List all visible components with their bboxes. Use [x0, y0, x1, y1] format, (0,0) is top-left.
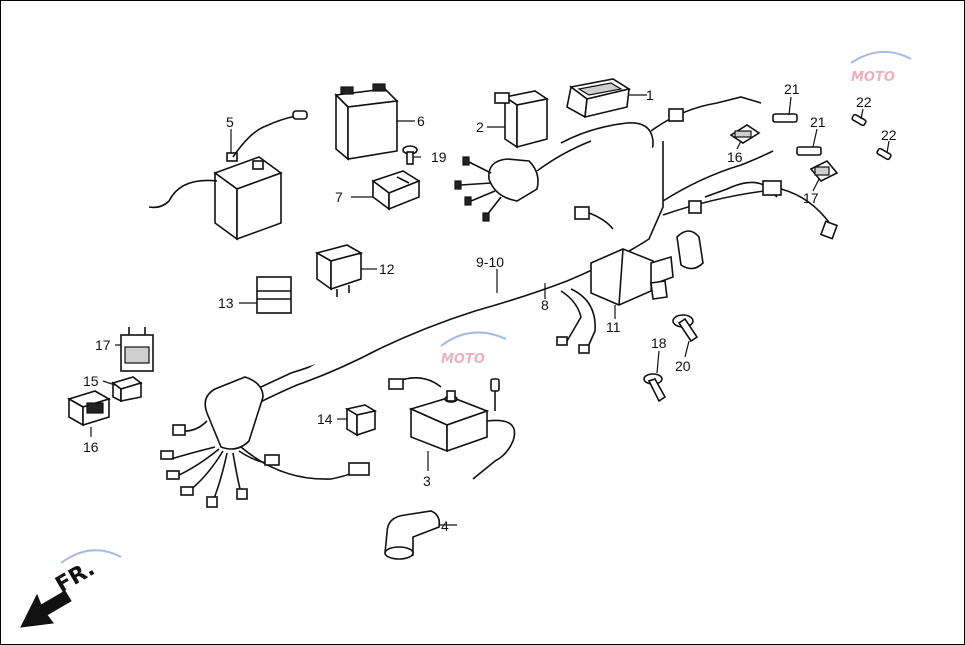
connector-15: [111, 376, 143, 403]
bolt-18: [643, 373, 667, 403]
front-label: FR.: [52, 556, 100, 598]
callout-2: 2: [476, 119, 484, 135]
fuse-holder-right: [809, 160, 839, 182]
callout-7: 7: [335, 189, 343, 205]
callout-9-10: 9-10: [476, 254, 504, 270]
regulator: [371, 170, 421, 211]
fuse-holder-left: [120, 327, 154, 372]
spark-plug-cap: [384, 510, 441, 560]
callout-22-top: 22: [856, 94, 872, 110]
callout-5: 5: [226, 114, 234, 130]
battery: [334, 83, 399, 161]
callout-11: 11: [606, 319, 621, 335]
ignition-coil: [388, 377, 516, 480]
callout-16-right: 16: [727, 149, 743, 165]
fuse-22b: [876, 147, 892, 161]
callout-20: 20: [675, 358, 691, 374]
callout-18: 18: [651, 335, 667, 351]
fuse-21b: [796, 146, 822, 156]
screw-small: [402, 145, 418, 165]
relay-12: [314, 244, 364, 297]
relay-13: [256, 276, 292, 314]
watermark-top-right: MOTO: [850, 50, 912, 85]
callout-16-left: 16: [83, 439, 99, 455]
callout-17-right: 17: [803, 190, 819, 206]
callout-3: 3: [423, 473, 431, 489]
watermark-bottom-left: [60, 549, 122, 564]
callout-12: 12: [379, 261, 395, 277]
callout-22-bottom: 22: [881, 127, 897, 143]
callout-8: 8: [541, 297, 549, 313]
callout-4: 4: [441, 518, 449, 534]
callout-14: 14: [317, 411, 333, 427]
watermark-text: MOTO: [851, 70, 895, 85]
leader-lines: [90, 94, 890, 526]
fuse-21a: [772, 113, 798, 123]
fuse-block-right: [729, 124, 761, 144]
battery-small: [148, 110, 308, 241]
callout-17-left: 17: [95, 337, 111, 353]
callout-numbers: 1 2 3 4 5 6 7 8 9-10 11 12 13 14 15 16 1…: [83, 81, 897, 534]
fuse-box-cover: [566, 78, 632, 119]
callout-15: 15: [83, 373, 99, 389]
callout-13: 13: [218, 295, 234, 311]
callout-1: 1: [646, 87, 654, 103]
callout-19: 19: [431, 149, 447, 165]
front-direction-arrow: FR.: [20, 556, 100, 628]
fuse-22a: [851, 113, 867, 127]
fuse-block-left: [66, 390, 112, 427]
bolt-20: [672, 314, 699, 343]
cdi-unit: [494, 90, 550, 149]
watermark-text: MOTO: [441, 352, 485, 367]
callout-21-bottom: 21: [810, 114, 826, 130]
relay-14: [344, 404, 378, 437]
callout-21-top: 21: [784, 81, 800, 97]
callout-6: 6: [417, 113, 425, 129]
wire-harness: [160, 96, 839, 508]
watermark-center: MOTO: [440, 331, 507, 367]
